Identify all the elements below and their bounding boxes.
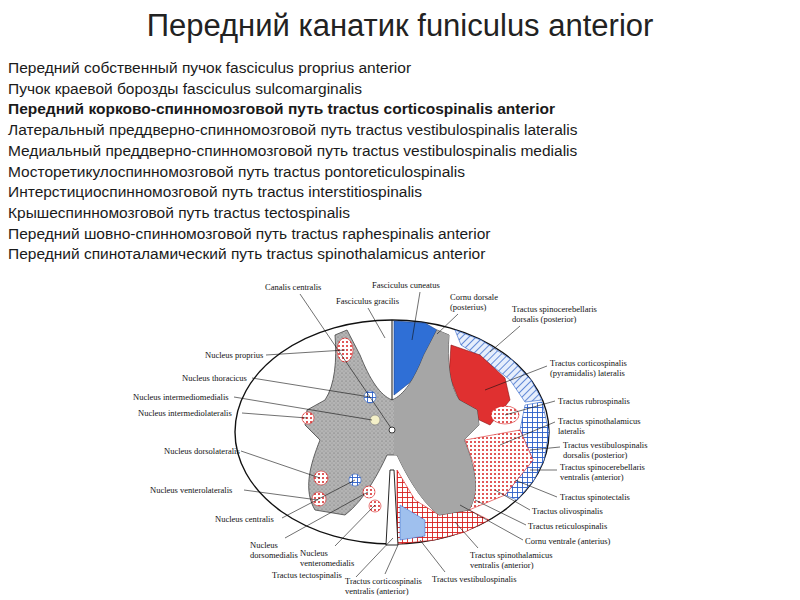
part-label: Nucleus proprius bbox=[205, 350, 263, 360]
part-label: Tractus corticospinalis (pyramidalis) la… bbox=[550, 358, 654, 378]
vestibulospinal-region bbox=[400, 505, 425, 540]
part-label: Fasciculus gracilis bbox=[336, 296, 399, 306]
part-label: Fasciculus cuneatus bbox=[372, 280, 440, 290]
part-label: Cornu dorsale (posterius) bbox=[450, 292, 508, 312]
gray-matter-right bbox=[394, 330, 479, 515]
list-line: Передний спиноталамический путь tractus … bbox=[8, 244, 485, 264]
nucleus-mark bbox=[369, 500, 381, 512]
part-label: Tractus spinothalamicus lateralis bbox=[558, 416, 658, 436]
list-line: Передний собственный пучок fasciculus pr… bbox=[8, 58, 411, 78]
part-label: Tractus spinotectalis bbox=[560, 492, 630, 502]
leader-lines bbox=[234, 292, 560, 577]
part-label: Nucleus thoracicus bbox=[182, 373, 247, 383]
spinothalamic-region bbox=[465, 430, 533, 510]
title: Передний канатик funiculus anterior bbox=[0, 6, 800, 46]
list-line: Передний шовно-спинномозговой путь tract… bbox=[8, 224, 491, 244]
posterior-median-septum bbox=[392, 320, 393, 400]
nucleus-mark bbox=[314, 471, 328, 485]
nucleus-mark bbox=[363, 486, 375, 498]
part-label: Tractus spinocerebellaris dorsalis (post… bbox=[512, 304, 616, 324]
part-label: Tractus spinothalamicus ventralis (anter… bbox=[470, 550, 570, 570]
list-line: Крышеспинномозговой путь tractus tectosp… bbox=[8, 203, 350, 223]
part-label: Tractus tectospinalis bbox=[272, 570, 342, 580]
part-label: Tractus vestibulospinalis bbox=[432, 574, 516, 584]
central-canal bbox=[389, 427, 395, 433]
list-line: Передний корково-спинномозговой путь tra… bbox=[8, 99, 555, 119]
part-label: Nucleus venteromedialis bbox=[300, 548, 364, 568]
part-label: Tractus rubrospinalis bbox=[558, 396, 630, 406]
list-line: Интерстициоспинномозговой путь tractus i… bbox=[8, 182, 422, 202]
part-label: Tractus spinocerebellaris ventralis (ant… bbox=[560, 462, 664, 482]
part-label: Nucleus centralis bbox=[215, 514, 274, 524]
anterior-median-fissure bbox=[386, 470, 398, 545]
part-label: Nucleus intermediomedialis bbox=[133, 392, 229, 402]
list-line: Пучок краевой борозды fasciculus sulcoma… bbox=[8, 79, 362, 99]
part-label: Tractus olivospinalis bbox=[532, 506, 603, 516]
part-label: Tractus corticospinalis ventralis (anter… bbox=[345, 576, 445, 596]
part-label: Tractus reticulospinalis bbox=[528, 521, 607, 531]
list-line: Латеральный преддверно-спинномозговой пу… bbox=[8, 120, 577, 140]
part-label: Tractus vestibulospinalis dorsalis (post… bbox=[563, 440, 667, 460]
list-line: Медиальный преддверно-спинномозговой пут… bbox=[8, 141, 577, 161]
part-label: Canalis centralis bbox=[265, 282, 321, 292]
part-label: Nucleus dorsomedialis bbox=[250, 540, 308, 560]
part-label: Nucleus dorsolateralis bbox=[164, 446, 240, 456]
cord-section bbox=[235, 320, 549, 545]
part-label: Cornu ventrale (anterius) bbox=[525, 536, 610, 546]
part-label: Nucleus venterolateralis bbox=[150, 485, 232, 495]
cord-outline bbox=[235, 320, 549, 544]
list-line: Мосторетикулоспинномозговой путь tractus… bbox=[8, 162, 465, 182]
part-label: Nucleus intermediolateralis bbox=[138, 408, 232, 418]
